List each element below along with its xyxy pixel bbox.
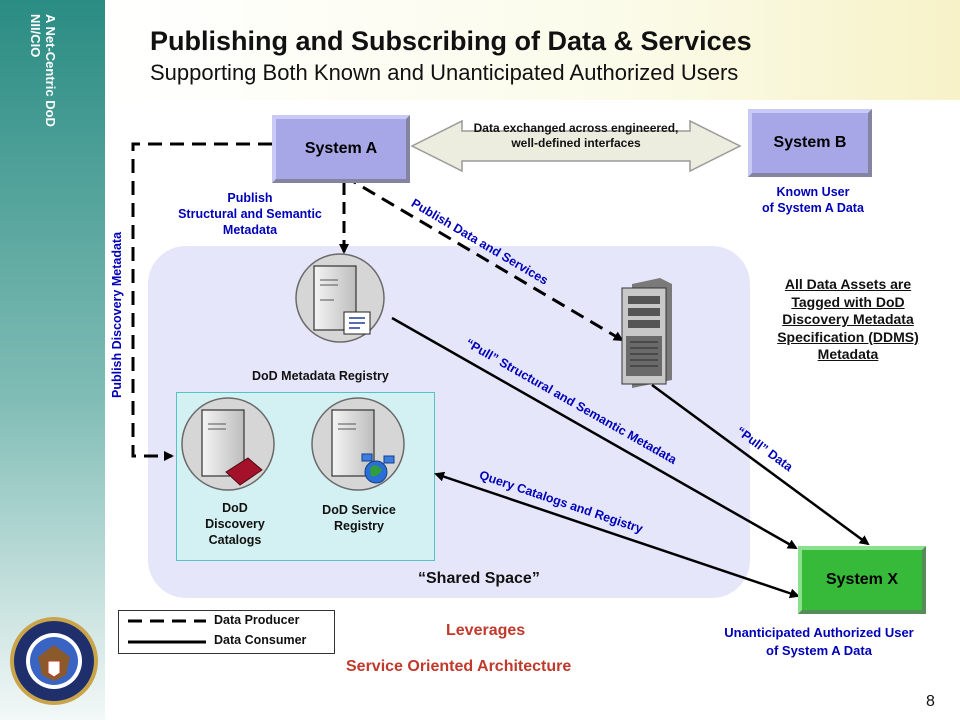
legend-producer: Data Producer [214,613,300,627]
unanticipated-user-label: Unanticipated Authorized User of System … [724,625,914,658]
known-user-label: Known User of System A Data [762,185,864,215]
dod-seal-icon [10,617,98,705]
server-book-icon [181,397,275,491]
server-metadata-icon [295,253,385,343]
server-network-icon [311,397,405,491]
discovery-catalogs-label: DoD Discovery Catalogs [205,501,265,547]
shared-space-label: “Shared Space” [418,570,540,587]
system-b-box[interactable]: System B [748,109,872,177]
service-registry-label: DoD Service Registry [322,503,396,533]
publish-structural-label: Publish Structural and Semantic Metadata [178,191,322,237]
header-band [105,0,960,100]
tower-server-icon [621,278,672,388]
leverages-label: Leverages [446,622,526,639]
legend-box [118,610,335,654]
publish-data-line [343,174,624,342]
metadata-registry-label: DoD Metadata Registry [252,369,389,383]
legend-consumer: Data Consumer [214,633,307,647]
soa-label: Service Oriented Architecture [346,658,572,675]
slide-title: Publishing and Subscribing of Data & Ser… [150,26,752,56]
legend-lines [128,619,206,644]
exchange-label: Data exchanged across engineered, well-d… [473,121,679,150]
exchange-arrow [410,119,742,173]
page-number: 8 [926,693,935,710]
pull-data-line [651,383,870,546]
sidebar [0,0,105,720]
sidebar-text: A Net-Centric DoD NII/CIO [28,14,58,127]
publish-discovery-label: Publish Discovery Metadata [110,231,124,398]
system-x-box[interactable]: System X [798,546,926,614]
slide-subtitle: Supporting Both Known and Unanticipated … [150,60,739,85]
assets-tagged-label: All Data Assets are Tagged with DoD Disc… [777,276,919,362]
system-a-box[interactable]: System A [272,115,410,183]
publish-discovery-line [131,142,272,461]
query-line [434,471,800,599]
